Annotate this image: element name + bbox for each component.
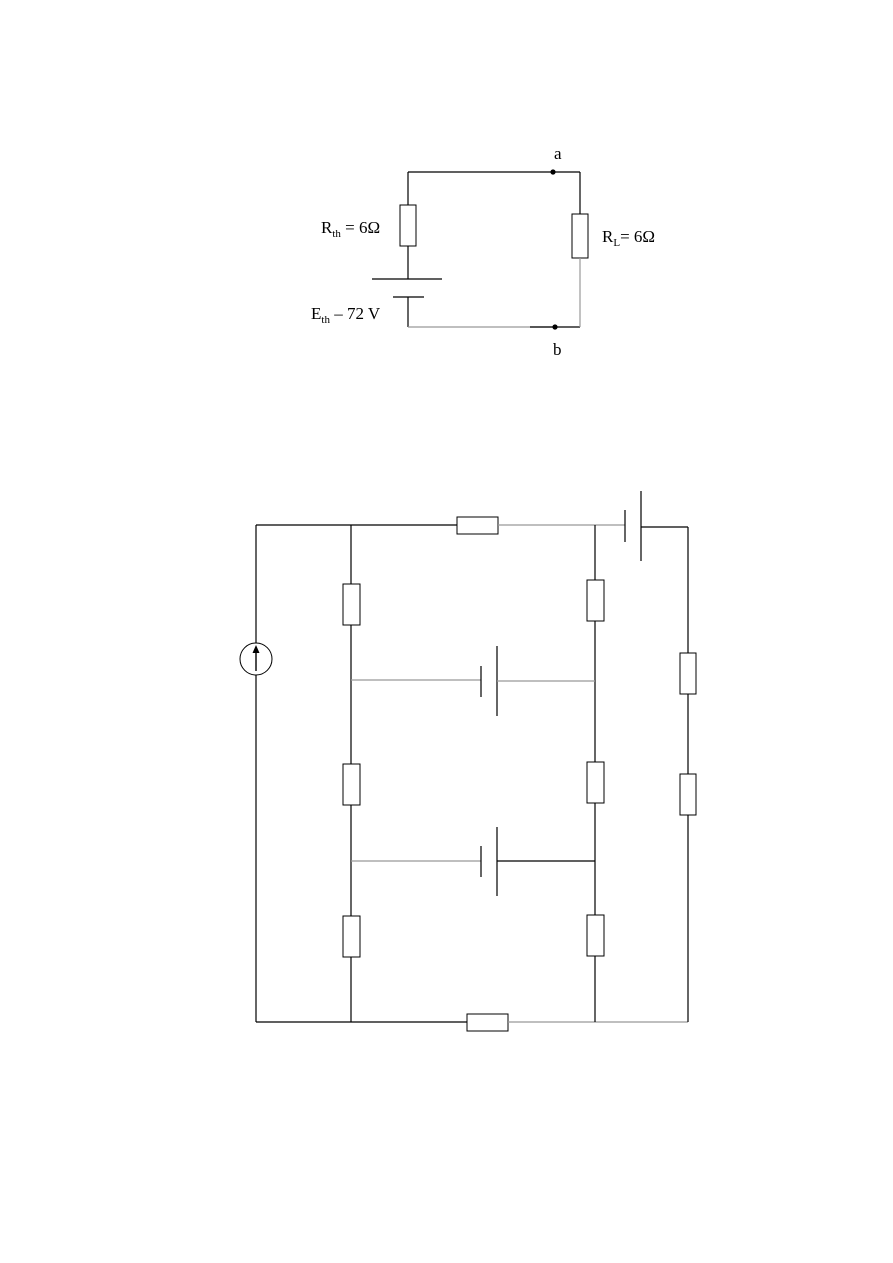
far-right-resistor-1	[679, 652, 697, 695]
right-col-resistor-3	[586, 914, 605, 957]
bottom-resistor	[466, 1013, 509, 1032]
rth-resistor	[399, 204, 417, 247]
left-col-resistor-1	[342, 583, 361, 626]
top-resistor	[456, 516, 499, 535]
far-right-resistor-2	[679, 773, 697, 816]
upward-arrow-icon	[252, 645, 260, 671]
left-col-resistor-2	[342, 763, 361, 806]
left-col-resistor-3	[342, 915, 361, 958]
rth-label: Rth = 6Ω	[321, 218, 380, 240]
rl-resistor	[571, 213, 589, 259]
rl-label: RL= 6Ω	[602, 227, 655, 249]
network-circuit	[239, 491, 697, 1032]
node-b-label: b	[553, 340, 562, 359]
node-a-label: a	[554, 144, 562, 163]
thevenin-circuit: a b Rth = 6Ω Eth – 72 V RL= 6Ω	[311, 144, 655, 359]
eth-label: Eth – 72 V	[311, 304, 381, 326]
right-col-resistor-1	[586, 579, 605, 622]
right-col-resistor-2	[586, 761, 605, 804]
terminal-a-dot	[550, 169, 556, 175]
terminal-b-dot	[552, 324, 558, 330]
